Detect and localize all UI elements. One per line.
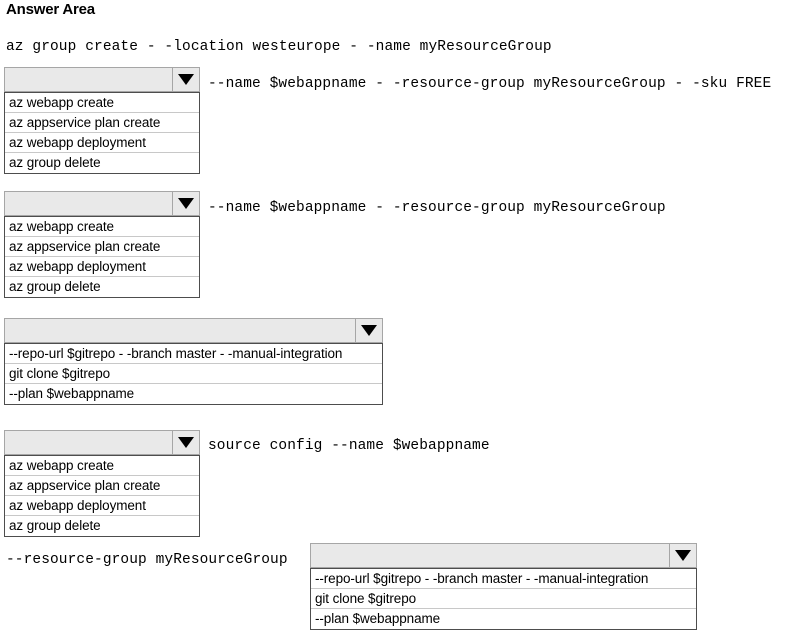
list-item[interactable]: --plan $webappname	[5, 384, 382, 404]
caret-shape	[675, 550, 691, 561]
caret-shape	[178, 437, 194, 448]
dropdown-4-select[interactable]	[4, 430, 200, 455]
page-title: Answer Area	[6, 1, 95, 18]
list-item[interactable]: az appservice plan create	[5, 237, 199, 257]
caret-shape	[178, 198, 194, 209]
dropdown-4-option-list[interactable]: az webapp create az appservice plan crea…	[4, 455, 200, 537]
dropdown-3-option-list[interactable]: --repo-url $gitrepo - -branch master - -…	[4, 343, 383, 405]
dropdown-2-select[interactable]	[4, 191, 200, 216]
dropdown-2[interactable]: az webapp create az appservice plan crea…	[4, 191, 200, 298]
caret-shape	[178, 74, 194, 85]
dropdown-3[interactable]: --repo-url $gitrepo - -branch master - -…	[4, 318, 383, 405]
list-item[interactable]: az webapp create	[5, 93, 199, 113]
command-line-1: az group create - -location westeurope -…	[6, 39, 552, 55]
chevron-down-icon[interactable]	[355, 319, 382, 342]
chevron-down-icon[interactable]	[669, 544, 696, 567]
list-item[interactable]: az group delete	[5, 277, 199, 297]
dropdown-1[interactable]: az webapp create az appservice plan crea…	[4, 67, 200, 174]
list-item[interactable]: az group delete	[5, 516, 199, 536]
caret-shape	[361, 325, 377, 336]
list-item[interactable]: --repo-url $gitrepo - -branch master - -…	[5, 344, 382, 364]
list-item[interactable]: az webapp deployment	[5, 496, 199, 516]
list-item[interactable]: git clone $gitrepo	[311, 589, 696, 609]
chevron-down-icon[interactable]	[172, 68, 199, 91]
list-item[interactable]: az group delete	[5, 153, 199, 173]
dropdown-5-select[interactable]	[310, 543, 697, 568]
list-item[interactable]: --plan $webappname	[311, 609, 696, 629]
dropdown-5[interactable]: --repo-url $gitrepo - -branch master - -…	[310, 543, 697, 630]
list-item[interactable]: az webapp create	[5, 456, 199, 476]
list-item[interactable]: git clone $gitrepo	[5, 364, 382, 384]
command-text-before-dropdown-5: --resource-group myResourceGroup	[6, 552, 288, 568]
list-item[interactable]: --repo-url $gitrepo - -branch master - -…	[311, 569, 696, 589]
chevron-down-icon[interactable]	[172, 431, 199, 454]
list-item[interactable]: az appservice plan create	[5, 113, 199, 133]
dropdown-1-select[interactable]	[4, 67, 200, 92]
dropdown-5-option-list[interactable]: --repo-url $gitrepo - -branch master - -…	[310, 568, 697, 630]
list-item[interactable]: az webapp deployment	[5, 133, 199, 153]
dropdown-2-option-list[interactable]: az webapp create az appservice plan crea…	[4, 216, 200, 298]
chevron-down-icon[interactable]	[172, 192, 199, 215]
dropdown-3-select[interactable]	[4, 318, 383, 343]
command-text-after-dropdown-1: --name $webappname - -resource-group myR…	[208, 76, 772, 92]
command-text-after-dropdown-4: source config --name $webappname	[208, 438, 490, 454]
dropdown-4[interactable]: az webapp create az appservice plan crea…	[4, 430, 200, 537]
list-item[interactable]: az webapp create	[5, 217, 199, 237]
dropdown-1-option-list[interactable]: az webapp create az appservice plan crea…	[4, 92, 200, 174]
list-item[interactable]: az appservice plan create	[5, 476, 199, 496]
command-text-after-dropdown-2: --name $webappname - -resource-group myR…	[208, 200, 666, 216]
list-item[interactable]: az webapp deployment	[5, 257, 199, 277]
